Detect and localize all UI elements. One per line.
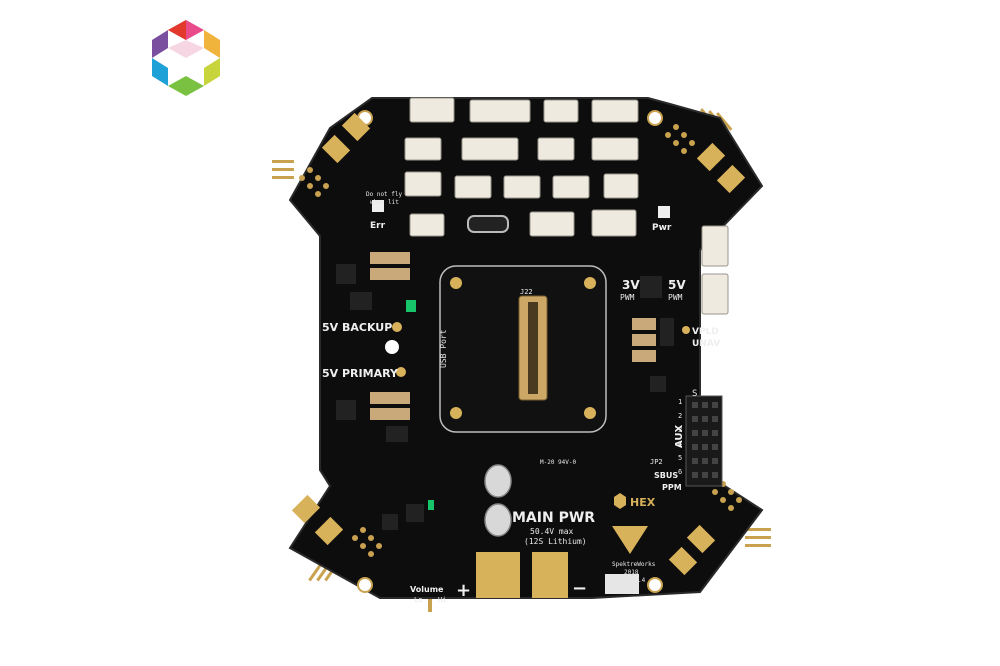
5v-primary-pad xyxy=(396,367,406,377)
aux-number-1: 1 xyxy=(678,398,682,406)
aux-number-4: 4 xyxy=(678,440,682,448)
aux-number-6: 6 xyxy=(678,468,682,476)
label-maker: SpektreWorks xyxy=(612,561,656,568)
green-led xyxy=(406,300,416,312)
logo-face-orange xyxy=(204,30,220,58)
aux-number-5: 5 xyxy=(678,454,682,462)
jst-connectors xyxy=(404,97,729,315)
label-minus: − xyxy=(572,578,587,599)
label-when-lit: when lit xyxy=(370,199,399,206)
label-do-not-fly: Do not fly xyxy=(366,191,403,198)
usb-connector xyxy=(467,215,509,233)
label-sbus: SBUS xyxy=(654,471,678,480)
label-err: Err xyxy=(370,221,386,231)
power-pad-positive xyxy=(476,552,520,598)
label-year: 2018 xyxy=(624,569,639,576)
pwr-led xyxy=(658,206,670,218)
label-ul94: M-20 94V-0 xyxy=(540,459,577,466)
power-capacitor-2 xyxy=(484,503,512,537)
spektreworks-logo-icon xyxy=(612,526,648,554)
logo-face-purple xyxy=(152,30,168,58)
power-pad-negative xyxy=(532,552,568,598)
power-capacitor-1 xyxy=(484,464,512,498)
label-5v-primary: 5V PRIMARY xyxy=(322,367,399,380)
label-aux: AUX xyxy=(674,424,685,448)
label-usb-port: USB Port xyxy=(439,329,448,368)
label-5v-pwm: 5V xyxy=(668,278,686,292)
label-5v-backup: 5V BACKUP xyxy=(322,321,392,334)
label-pwm-right: PWM xyxy=(668,293,683,302)
label-pwm-left: PWM xyxy=(620,293,635,302)
label-ppm: PPM xyxy=(662,483,682,492)
label-rev: Rev 1.4 xyxy=(620,577,646,584)
label-volume: Volume xyxy=(410,585,444,594)
cube-logo xyxy=(152,20,220,96)
5v-backup-pad xyxy=(392,322,402,332)
label-lithium: (12S Lithium) xyxy=(524,537,587,546)
logo-face-blue xyxy=(152,58,168,86)
err-led xyxy=(372,200,384,212)
corner-gold-pads xyxy=(291,112,746,576)
label-main-pwr: MAIN PWR xyxy=(512,510,595,526)
hex-icon xyxy=(614,493,626,509)
label-3v: 3V xyxy=(622,278,640,292)
j22-connector-slot xyxy=(528,302,538,394)
label-plus: + xyxy=(456,580,471,601)
logo-inner-shade xyxy=(168,40,204,58)
label-pwr: Pwr xyxy=(652,223,672,233)
solder-tab xyxy=(605,574,639,594)
logo-face-red xyxy=(168,20,186,40)
center-module-holes xyxy=(450,277,596,419)
label-max-voltage: 50.4V max xyxy=(530,527,574,536)
label-unav: UNAV xyxy=(692,339,720,349)
label-jp2: JP2 xyxy=(650,458,663,466)
label-hi: Hi xyxy=(438,596,446,604)
label-hex: HEX xyxy=(630,496,656,509)
aux-pin-header xyxy=(685,395,723,487)
smd-components xyxy=(336,252,674,530)
label-vpld: VPLD xyxy=(692,327,719,337)
vpld-pad xyxy=(682,326,690,334)
aux-pins xyxy=(692,402,718,478)
aux-number-3: 3 xyxy=(678,426,682,434)
label-s: S xyxy=(692,389,697,399)
logo-face-green xyxy=(168,76,204,96)
aux-number-2: 2 xyxy=(678,412,682,420)
green-led-2 xyxy=(428,500,434,510)
label-lo: Lo xyxy=(414,596,422,604)
corner-pin-grids xyxy=(299,124,742,557)
label-j22: J22 xyxy=(520,288,533,296)
logo-face-yellow xyxy=(204,58,220,86)
